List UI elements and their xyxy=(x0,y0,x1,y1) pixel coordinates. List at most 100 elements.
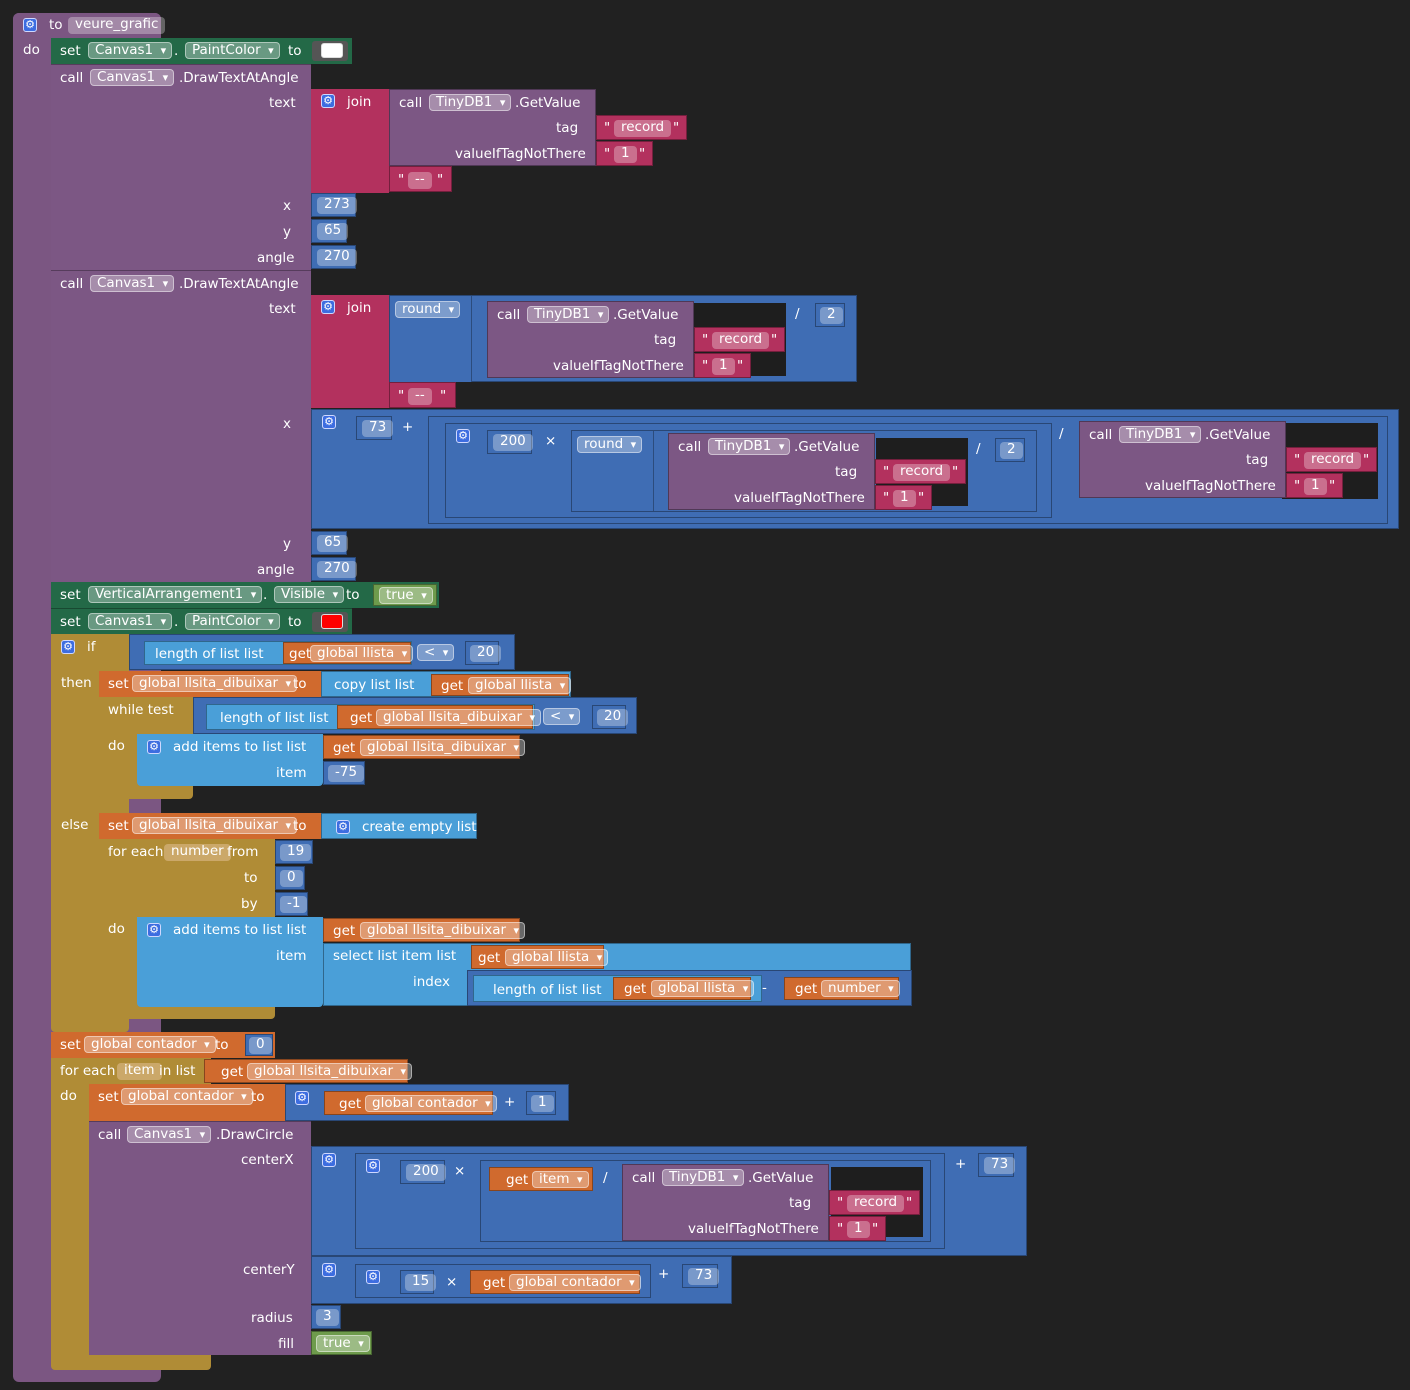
number-1-block[interactable]: 1 xyxy=(526,1091,556,1115)
text-field[interactable]: 1 xyxy=(614,146,637,163)
text-field[interactable]: 1 xyxy=(847,1221,870,1238)
gear-icon[interactable]: ⚙ xyxy=(366,1159,380,1173)
number-200-block[interactable]: 200 xyxy=(487,430,533,454)
text-field[interactable]: 1 xyxy=(712,358,735,375)
text-field[interactable]: 1 xyxy=(1304,478,1327,495)
get-global-contador-block[interactable]: get global contador xyxy=(324,1091,497,1115)
number-field[interactable]: -75 xyxy=(328,765,365,782)
call-canvas-drawtextatangle-1[interactable]: call Canvas1 .DrawTextAtAngle text x y a… xyxy=(51,64,311,270)
compare-lt-block-2[interactable]: length of list list get global llsita_di… xyxy=(193,697,637,734)
compare-operator-dropdown[interactable]: < xyxy=(417,644,455,661)
number-field[interactable]: 20 xyxy=(470,645,502,662)
text-record-block[interactable]: " record " xyxy=(694,327,785,352)
variable-dropdown[interactable]: global llsita_dibuixar xyxy=(132,675,298,692)
gear-icon[interactable]: ⚙ xyxy=(295,1091,309,1105)
variable-dropdown[interactable]: global llista xyxy=(310,645,414,662)
number-0-block[interactable]: 0 xyxy=(245,1034,273,1056)
get-global-llista-block[interactable]: get global llista xyxy=(431,674,572,696)
number-270-block[interactable]: 270 xyxy=(311,557,357,581)
number-15-block[interactable]: 15 xyxy=(400,1270,437,1294)
text-one-block[interactable]: " 1 " xyxy=(829,1216,886,1241)
tinydb-component-dropdown[interactable]: TinyDB1 xyxy=(1119,426,1202,443)
text-field[interactable]: record xyxy=(1304,452,1362,469)
boolean-dropdown[interactable]: true xyxy=(316,1335,370,1352)
number-field[interactable]: 1 xyxy=(531,1095,554,1112)
number-20-block[interactable]: 20 xyxy=(592,705,629,729)
copy-list-block[interactable]: copy list list get global llista xyxy=(321,671,572,697)
white-swatch[interactable] xyxy=(321,43,343,58)
number-0-block[interactable]: 0 xyxy=(275,866,305,890)
procedure-name-field[interactable]: veure_grafic xyxy=(68,17,166,34)
number-field[interactable]: 15 xyxy=(405,1274,437,1291)
number-field[interactable]: 2 xyxy=(1000,442,1023,459)
number-65-block[interactable]: 65 xyxy=(311,219,349,243)
gear-icon[interactable]: ⚙ xyxy=(147,923,161,937)
call-tinydb-getvalue-1[interactable]: call TinyDB1 .GetValue tag valueIfTagNot… xyxy=(389,89,596,166)
number-field[interactable]: 65 xyxy=(317,535,349,552)
color-white-block[interactable] xyxy=(312,41,348,61)
boolean-dropdown[interactable]: true xyxy=(379,587,433,604)
math-multiply-block-3[interactable]: ⚙ 15 × get global contador xyxy=(355,1264,651,1298)
number-field[interactable]: 65 xyxy=(317,223,349,240)
text-one-block[interactable]: " 1 " xyxy=(694,353,751,378)
gear-icon[interactable]: ⚙ xyxy=(147,740,161,754)
number-2-block[interactable]: 2 xyxy=(815,303,845,327)
get-item-block[interactable]: get item xyxy=(489,1167,593,1191)
variable-dropdown[interactable]: global llista xyxy=(468,677,572,694)
get-global-contador-block[interactable]: get global contador xyxy=(470,1270,641,1294)
number-2-block[interactable]: 2 xyxy=(995,438,1025,462)
variable-dropdown[interactable]: global contador xyxy=(365,1095,497,1112)
set-verticalarrangement-visible[interactable]: set VerticalArrangement1 . Visible to tr… xyxy=(51,582,439,608)
number-field[interactable]: 3 xyxy=(316,1309,339,1326)
number-field[interactable]: 270 xyxy=(317,561,357,578)
number-field[interactable]: 20 xyxy=(597,709,629,726)
gear-icon[interactable]: ⚙ xyxy=(321,94,335,108)
variable-dropdown[interactable]: global contador xyxy=(84,1036,216,1053)
add-items-to-list-block-1[interactable]: ⚙ add items to list list item xyxy=(137,734,323,786)
procedure-header[interactable]: ⚙ to veure_grafic xyxy=(13,13,166,38)
gear-icon[interactable]: ⚙ xyxy=(23,18,37,32)
gear-icon[interactable]: ⚙ xyxy=(366,1270,380,1284)
join-block-2[interactable]: ⚙ join xyxy=(311,295,389,408)
round-block-1[interactable]: round xyxy=(390,296,472,382)
text-record-block[interactable]: " record " xyxy=(596,115,687,140)
canvas-component-dropdown[interactable]: Canvas1 xyxy=(88,42,173,59)
tinydb-component-dropdown[interactable]: TinyDB1 xyxy=(662,1169,745,1186)
number-273-block[interactable]: 273 xyxy=(311,193,357,217)
number-field[interactable]: -1 xyxy=(280,896,308,913)
get-global-llsita-dibuixar-block[interactable]: get global llsita_dibuixar xyxy=(337,705,542,729)
variable-dropdown[interactable]: global llsita_dibuixar xyxy=(132,817,298,834)
number-270-block[interactable]: 270 xyxy=(311,245,357,269)
number-73-block[interactable]: 73 xyxy=(682,1264,720,1288)
gear-icon[interactable]: ⚙ xyxy=(322,415,336,429)
number-65-block[interactable]: 65 xyxy=(311,531,349,555)
verticalarrangement-component-dropdown[interactable]: VerticalArrangement1 xyxy=(88,586,263,603)
set-global-llsita-dibuixar-copy[interactable]: set global llsita_dibuixar to xyxy=(99,671,321,697)
text-field[interactable]: -- xyxy=(408,388,432,405)
canvas-component-dropdown[interactable]: Canvas1 xyxy=(127,1126,212,1143)
text-one-block[interactable]: " 1 " xyxy=(875,485,932,510)
text-field[interactable]: 1 xyxy=(893,490,916,507)
paintcolor-property-dropdown[interactable]: PaintColor xyxy=(185,613,280,630)
number-200-block[interactable]: 200 xyxy=(400,1160,446,1184)
text-record-block[interactable]: " record " xyxy=(875,459,966,484)
paintcolor-property-dropdown[interactable]: PaintColor xyxy=(185,42,280,59)
call-tinydb-getvalue-3[interactable]: call TinyDB1 .GetValue tag valueIfTagNot… xyxy=(668,433,875,510)
text-record-block[interactable]: " record " xyxy=(829,1190,920,1215)
number-neg1-block[interactable]: -1 xyxy=(275,892,308,916)
text-field[interactable]: record xyxy=(614,120,672,137)
get-global-llsita-dibuixar-block[interactable]: get global llsita_dibuixar xyxy=(323,918,526,942)
number-19-block[interactable]: 19 xyxy=(275,840,313,864)
variable-dropdown[interactable]: global llsita_dibuixar xyxy=(376,709,542,726)
text-one-block[interactable]: " 1 " xyxy=(1286,473,1343,498)
number-field[interactable]: 0 xyxy=(280,870,303,887)
tinydb-component-dropdown[interactable]: TinyDB1 xyxy=(429,94,512,111)
canvas-component-dropdown[interactable]: Canvas1 xyxy=(88,613,173,630)
text-field[interactable]: -- xyxy=(408,172,432,189)
select-list-item-block[interactable]: select list item list index get global l… xyxy=(323,943,912,1006)
set-global-contador-increment[interactable]: set global contador to xyxy=(89,1084,285,1121)
get-global-llista-block[interactable]: get global llista xyxy=(283,642,414,664)
text-field[interactable]: record xyxy=(847,1195,905,1212)
tinydb-component-dropdown[interactable]: TinyDB1 xyxy=(527,306,610,323)
number-field[interactable]: 73 xyxy=(688,1268,720,1285)
